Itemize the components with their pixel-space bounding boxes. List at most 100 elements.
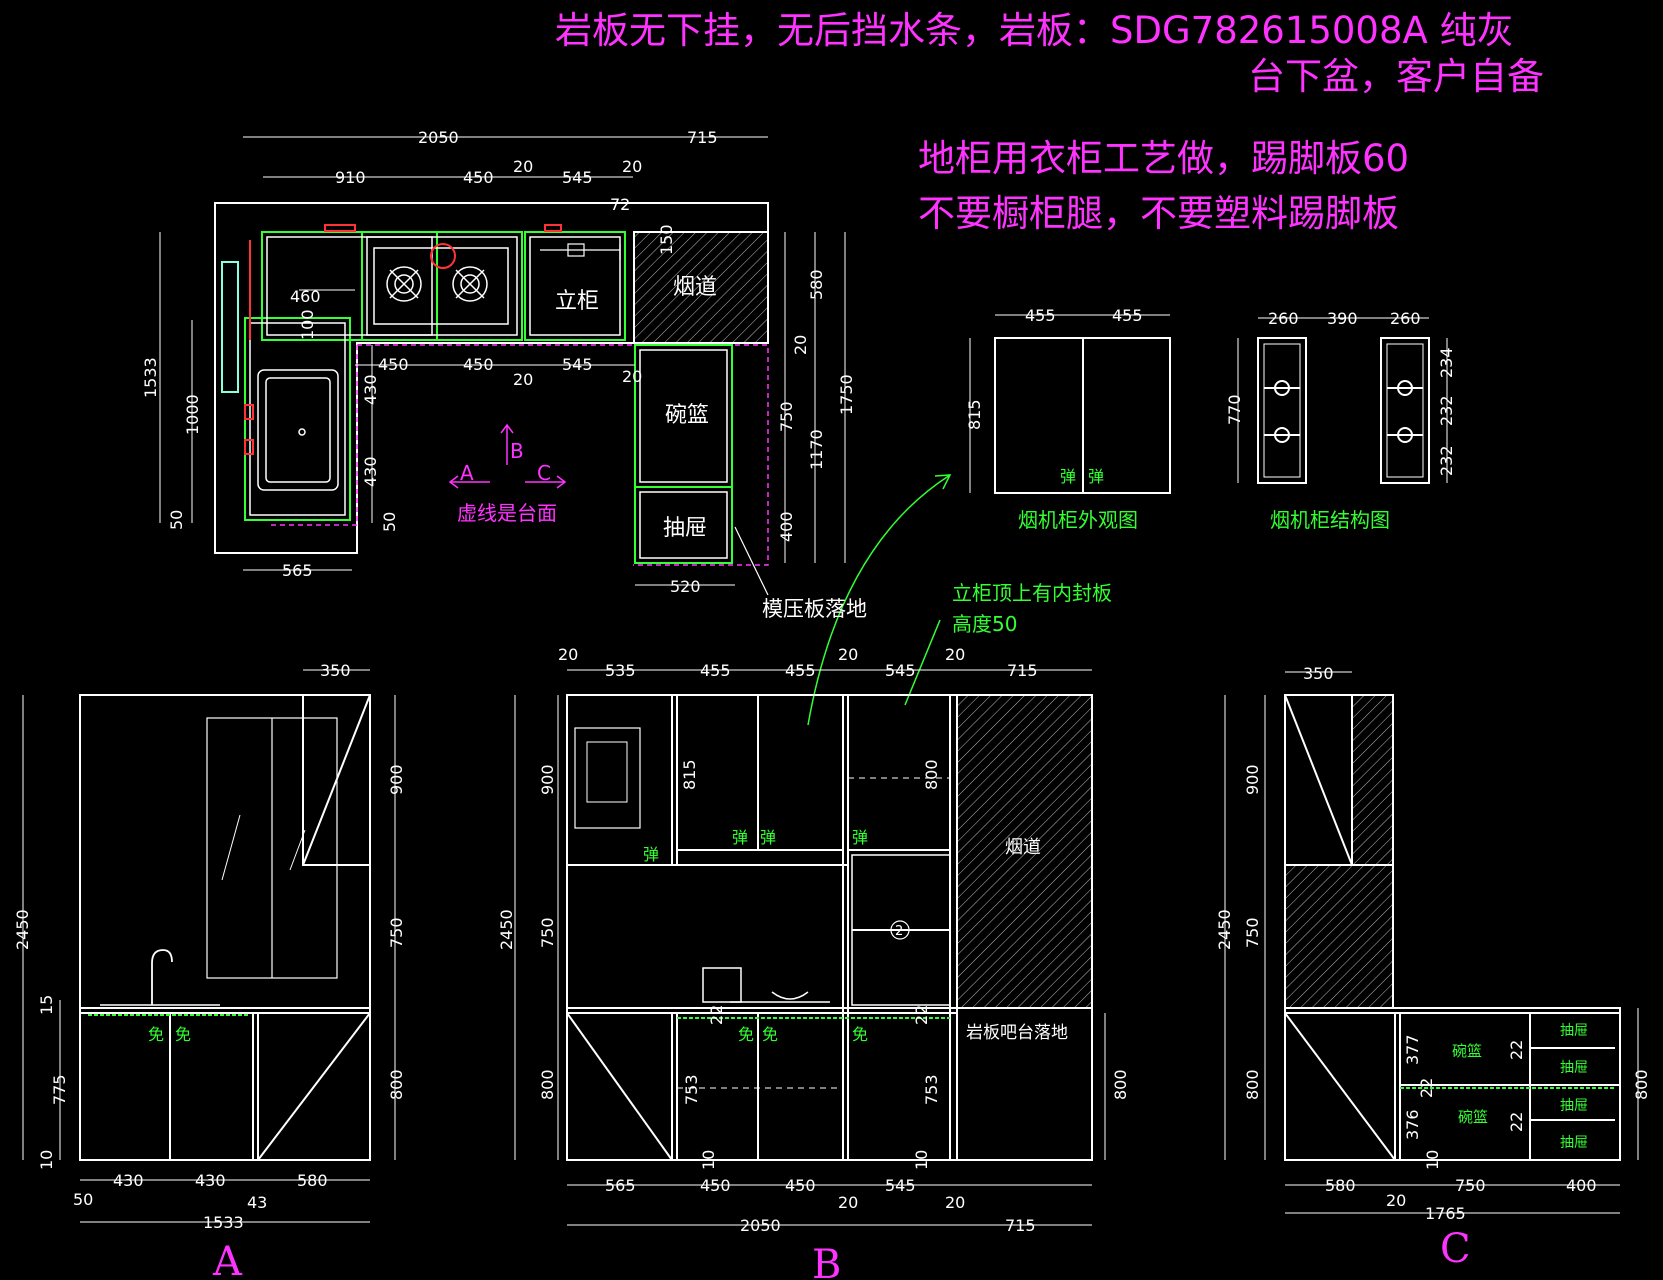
label-flue: 烟道 (673, 275, 717, 300)
dim-450: 450 (785, 1176, 816, 1195)
sink-note: 台下盆，客户自备 (1248, 55, 1544, 98)
spring-mark: 弹 (760, 828, 776, 847)
free-mark: 免 (738, 1025, 754, 1044)
label-molded-board: 模压板落地 (762, 597, 867, 621)
dim-580: 580 (297, 1171, 328, 1190)
dim-10: 10 (1423, 1150, 1442, 1170)
hood-structure-title: 烟机柜结构图 (1270, 508, 1390, 532)
dim-455: 455 (1112, 306, 1143, 325)
plan-view (214, 202, 952, 726)
dim-150: 150 (657, 224, 676, 255)
dim-2450: 2450 (1215, 909, 1234, 950)
dim-20: 20 (838, 1193, 858, 1212)
dim-20: 20 (945, 1193, 965, 1212)
label-drawer: 抽屉 (1560, 1060, 1588, 1076)
dim-450: 450 (463, 355, 494, 374)
dim-450: 450 (378, 355, 409, 374)
dim-775: 775 (50, 1074, 69, 1105)
dim-15: 15 (37, 995, 56, 1015)
dim-100: 100 (298, 309, 317, 340)
window-strip (221, 261, 239, 393)
free-mark: 免 (762, 1025, 778, 1044)
hood-structure (1237, 317, 1448, 484)
label-basket: 碗篮 (1458, 1108, 1488, 1126)
label-drawer: 抽屉 (663, 516, 707, 541)
dim-715: 715 (1007, 661, 1038, 680)
dim-815: 815 (680, 759, 699, 790)
dim-350: 350 (1303, 664, 1334, 683)
dim-545: 545 (562, 355, 593, 374)
countertop-note: 岩板无下挂，无后挡水条，岩板：SDG782615008A 纯灰 (555, 9, 1514, 52)
dim-753: 753 (922, 1074, 941, 1105)
dim-350: 350 (320, 661, 351, 680)
label-view-a: A (460, 461, 474, 485)
dim-900: 900 (1243, 764, 1262, 795)
dim-565: 565 (282, 561, 313, 580)
hood-exterior (969, 314, 1171, 494)
dim-520: 520 (670, 577, 701, 596)
dim-565: 565 (605, 1176, 636, 1195)
gas-valve-marker (430, 243, 456, 269)
plan-outline (214, 202, 769, 554)
dim-800: 800 (387, 1069, 406, 1100)
stove-cabinet (361, 231, 523, 341)
plan-dimensions: 2050 715 910 450 20 545 20 72 150 460 10… (141, 128, 856, 596)
dim-20: 20 (622, 367, 642, 386)
dim-753: 753 (682, 1074, 701, 1105)
dim-455: 455 (1025, 306, 1056, 325)
dim-910: 910 (335, 168, 366, 187)
dim-22: 22 (912, 1005, 931, 1025)
dim-232: 232 (1437, 395, 1456, 426)
flue-plan (633, 231, 769, 344)
dim-22: 22 (707, 1005, 726, 1025)
dim-430: 430 (195, 1171, 226, 1190)
view-label-c: C (1440, 1226, 1471, 1272)
dim-20: 20 (945, 645, 965, 664)
dim-450: 450 (463, 168, 494, 187)
dim-2450: 2450 (13, 909, 32, 950)
dim-750: 750 (538, 917, 557, 948)
dim-22: 22 (1507, 1040, 1526, 1060)
label-drawer: 抽屉 (1560, 1098, 1588, 1114)
dim-1170: 1170 (807, 429, 826, 470)
dim-750: 750 (1243, 917, 1262, 948)
dim-800: 800 (538, 1069, 557, 1100)
spring-mark: 弹 (852, 828, 868, 847)
label-flue: 烟道 (1005, 837, 1041, 858)
dim-50: 50 (380, 512, 399, 532)
dim-260: 260 (1390, 309, 1421, 328)
dim-20: 20 (558, 645, 578, 664)
dim-430: 430 (113, 1171, 144, 1190)
free-mark: 免 (852, 1025, 868, 1044)
dim-20: 20 (838, 645, 858, 664)
dim-545: 545 (885, 1176, 916, 1195)
dim-580: 580 (1325, 1176, 1356, 1195)
dim-20: 20 (791, 335, 810, 355)
dim-50: 50 (167, 510, 186, 530)
dim-750: 750 (1455, 1176, 1486, 1195)
plan-labels: 立柜 烟道 碗篮 抽屉 虚线是台面 A B C 模压板落地 (457, 275, 867, 621)
dim-1750: 1750 (837, 374, 856, 415)
free-mark: 免 (175, 1025, 191, 1044)
dim-43: 43 (247, 1193, 267, 1212)
spring-mark: 弹 (643, 845, 659, 864)
dim-580: 580 (807, 269, 826, 300)
dim-800: 800 (1111, 1069, 1130, 1100)
dim-455: 455 (785, 661, 816, 680)
drawer-cabinet-plan (634, 486, 733, 564)
dim-20: 20 (1386, 1191, 1406, 1210)
label-tall-cabinet: 立柜 (555, 289, 599, 314)
dim-430: 430 (361, 456, 380, 487)
dim-535: 535 (605, 661, 636, 680)
dim-72: 72 (610, 195, 630, 214)
spring-mark: 弹 (1088, 467, 1104, 486)
dim-1000: 1000 (183, 394, 202, 435)
dim-376: 376 (1403, 1109, 1422, 1140)
label-view-b: B (510, 439, 524, 463)
dim-400: 400 (777, 511, 796, 542)
spring-mark: 弹 (732, 828, 748, 847)
dim-1533: 1533 (141, 357, 160, 398)
dim-545: 545 (562, 168, 593, 187)
tall-cabinet-plan (524, 231, 626, 341)
